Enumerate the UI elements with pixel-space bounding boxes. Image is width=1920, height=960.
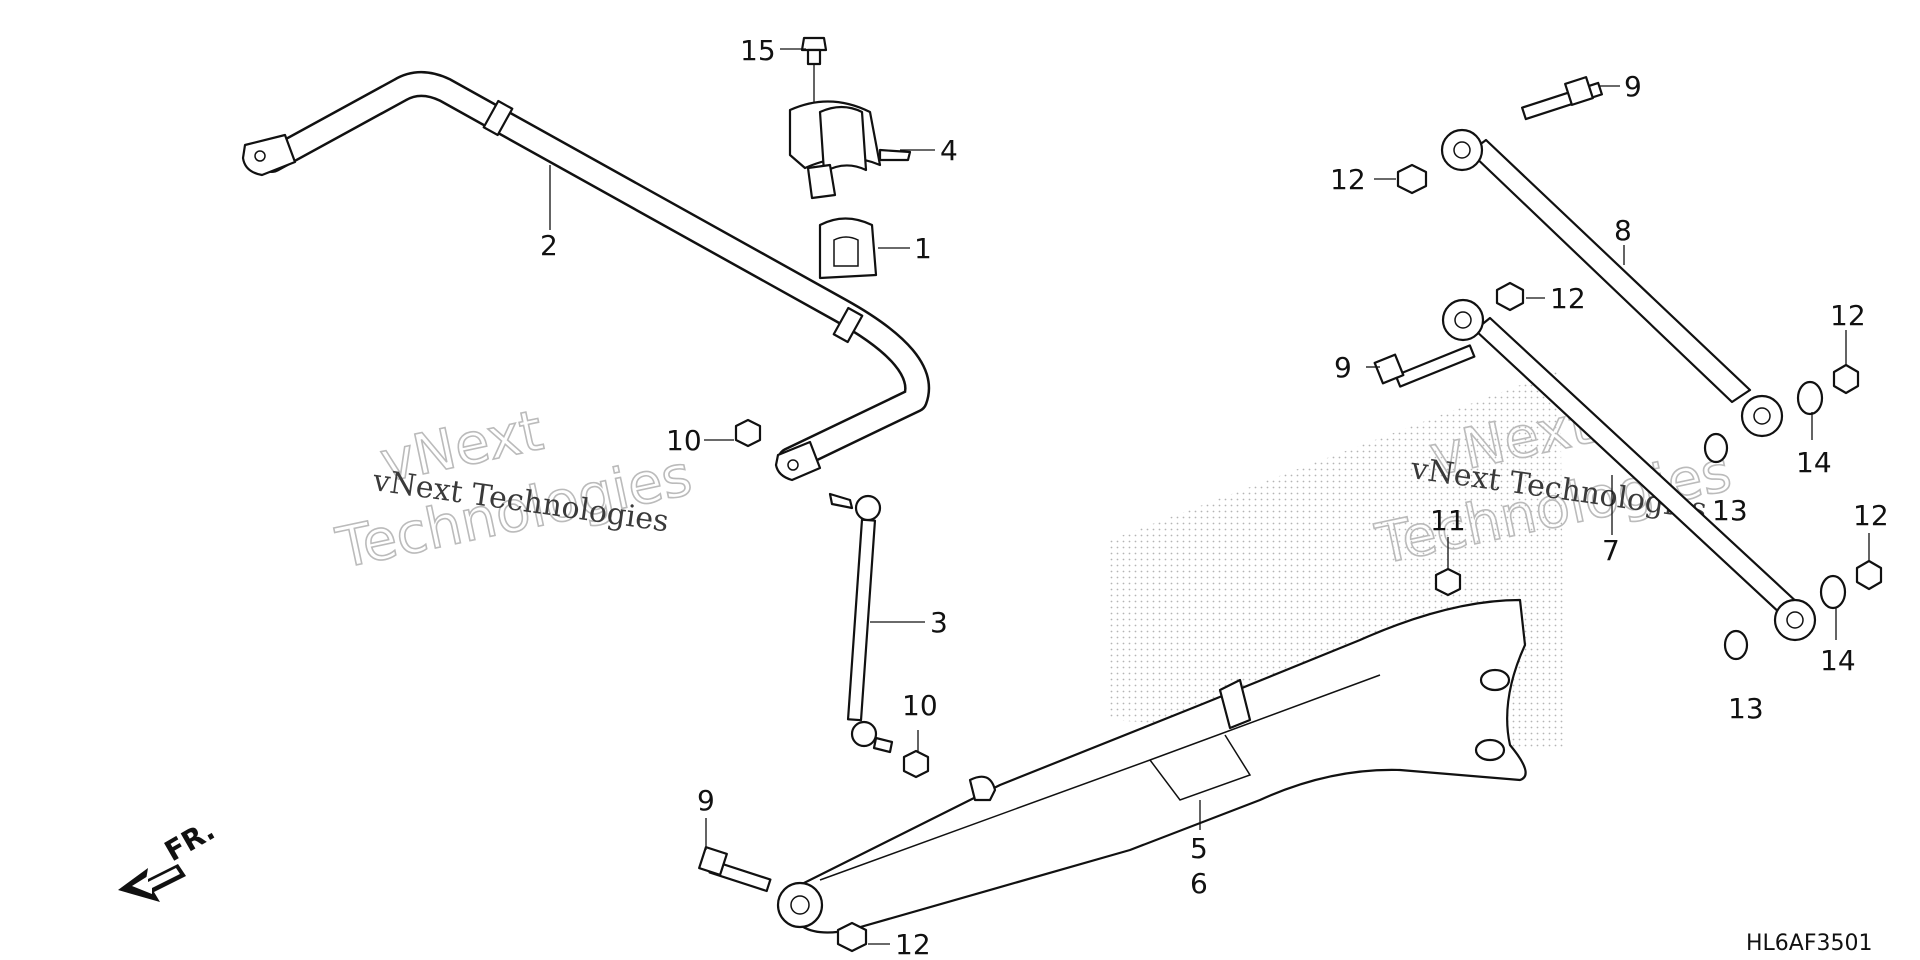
callout-12-top: 12 — [1330, 163, 1366, 196]
callout-10-upper: 10 — [666, 424, 702, 457]
callout-10-lower: 10 — [902, 689, 938, 722]
callout-1: 1 — [914, 232, 932, 265]
holder-part-4 — [788, 100, 912, 200]
stabilizer-link — [828, 492, 894, 754]
callout-13-lower: 13 — [1728, 692, 1764, 725]
callout-9-mid: 9 — [1334, 351, 1352, 384]
callout-12-right-upper: 12 — [1830, 299, 1866, 332]
trailing-arm — [776, 598, 1527, 934]
bolt-part-9-mid — [1373, 344, 1476, 388]
front-label: FR. — [159, 814, 220, 869]
callout-12-bottom: 12 — [895, 928, 931, 960]
callout-7: 7 — [1602, 534, 1620, 567]
callout-12-right-lower: 12 — [1853, 499, 1889, 532]
callout-5: 5 — [1190, 832, 1208, 865]
bolt-part-9-top — [1521, 76, 1603, 121]
bolt-part-9-bottom — [698, 846, 772, 893]
callout-12-mid: 12 — [1550, 282, 1586, 315]
stabilizer-bar — [241, 71, 931, 482]
control-arm-upper — [1440, 128, 1784, 438]
callout-14-lower: 14 — [1820, 644, 1856, 677]
washer-part-13-14 — [1703, 380, 1847, 661]
callout-9-bottom: 9 — [697, 784, 715, 817]
callout-13-upper: 13 — [1712, 494, 1748, 527]
callout-3: 3 — [930, 606, 948, 639]
control-arm-lower — [1441, 298, 1817, 642]
front-arrow: FR. — [118, 814, 220, 902]
callout-11: 11 — [1430, 504, 1466, 537]
leader-lines — [549, 48, 1870, 945]
callout-14-upper: 14 — [1796, 446, 1832, 479]
callout-4: 4 — [940, 134, 958, 167]
callout-6: 6 — [1190, 867, 1208, 900]
callout-15: 15 — [740, 34, 776, 67]
bolt-part-15 — [800, 36, 828, 110]
nut-part-12 — [734, 163, 1883, 953]
callout-9-top: 9 — [1624, 70, 1642, 103]
bushing-part-1 — [818, 217, 878, 280]
drawing-code: HL6AF3501 — [1746, 931, 1873, 956]
callout-8: 8 — [1614, 214, 1632, 247]
callout-2: 2 — [540, 229, 558, 262]
callout-labels: 15 4 1 2 3 10 10 9 12 9 9 12 12 12 12 8 … — [540, 34, 1889, 960]
